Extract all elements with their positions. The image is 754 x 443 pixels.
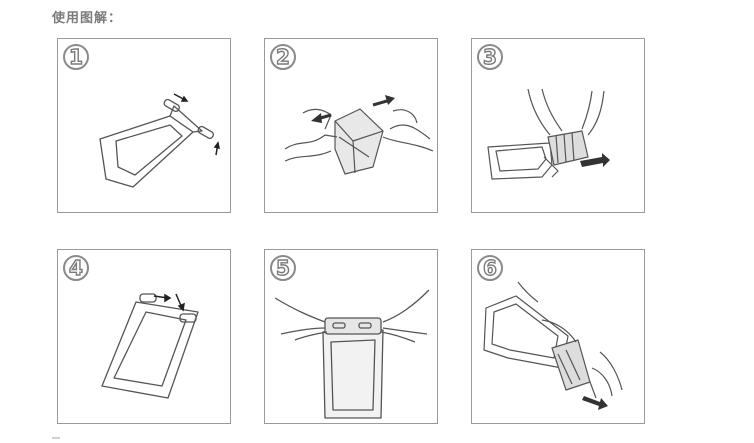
step-2-panel: 2	[264, 38, 438, 213]
step-1-illustration	[99, 93, 220, 188]
step-number-badge: 1	[63, 44, 89, 70]
step-1-panel: 1	[57, 38, 231, 213]
step-number-badge: 5	[270, 255, 296, 281]
step-3-panel: 3	[471, 38, 645, 213]
step-6-illustration	[483, 281, 623, 410]
step-5-illustration	[274, 289, 430, 419]
step-number-badge: 2	[270, 44, 296, 70]
step-3-illustration	[487, 88, 610, 180]
step-6-panel: 6	[471, 249, 645, 424]
step-number-badge: 3	[477, 44, 503, 70]
step-4-panel: 4	[57, 249, 231, 424]
step-5-panel: 5	[264, 249, 438, 424]
step-number-badge: 4	[63, 255, 89, 281]
step-4-illustration	[101, 293, 199, 399]
step-number-badge: 6	[477, 255, 503, 281]
divider	[52, 437, 60, 439]
page-title: 使用图解：	[52, 11, 123, 26]
step-2-illustration	[284, 95, 434, 175]
